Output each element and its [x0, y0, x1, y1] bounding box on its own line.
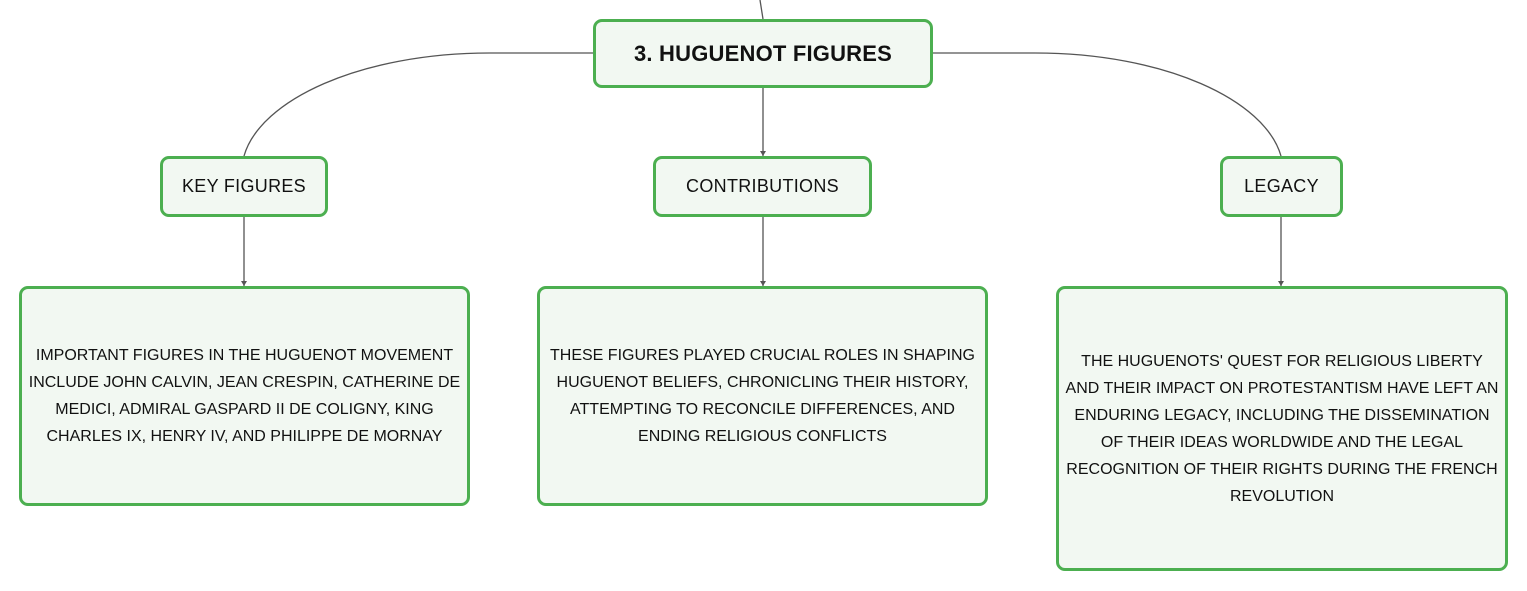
branch-node-contributions[interactable]: CONTRIBUTIONS [653, 156, 872, 217]
detail-node-text: THESE FIGURES PLAYED CRUCIAL ROLES IN SH… [550, 347, 975, 445]
branch-node-label: KEY FIGURES [181, 176, 306, 196]
arrowhead-contributions-detail [760, 281, 766, 286]
branch-node-label: CONTRIBUTIONS [686, 176, 839, 196]
detail-node-text: IMPORTANT FIGURES IN THE HUGUENOT MOVEME… [28, 347, 461, 445]
arrowhead-contributions [760, 151, 766, 156]
root-node-label: 3. HUGUENOT FIGURES [633, 40, 893, 66]
root-node[interactable]: 3. HUGUENOT FIGURES [593, 19, 933, 88]
connector-parent-to-root [759, 0, 764, 20]
detail-node-key-figures[interactable]: IMPORTANT FIGURES IN THE HUGUENOT MOVEME… [19, 286, 470, 506]
branch-node-label: LEGACY [1244, 176, 1319, 196]
branch-node-key-figures[interactable]: KEY FIGURES [160, 156, 328, 217]
detail-node-contributions[interactable]: THESE FIGURES PLAYED CRUCIAL ROLES IN SH… [537, 286, 988, 506]
arrowhead-key-figures-detail [241, 281, 247, 286]
connector-root-to-key-figures [243, 52, 593, 157]
detail-node-text: THE HUGUENOTS' QUEST FOR RELIGIOUS LIBER… [1065, 352, 1499, 505]
arrowhead-legacy-detail [1278, 281, 1284, 286]
connector-root-to-legacy [933, 52, 1282, 157]
detail-node-legacy[interactable]: THE HUGUENOTS' QUEST FOR RELIGIOUS LIBER… [1056, 286, 1508, 571]
branch-node-legacy[interactable]: LEGACY [1220, 156, 1343, 217]
